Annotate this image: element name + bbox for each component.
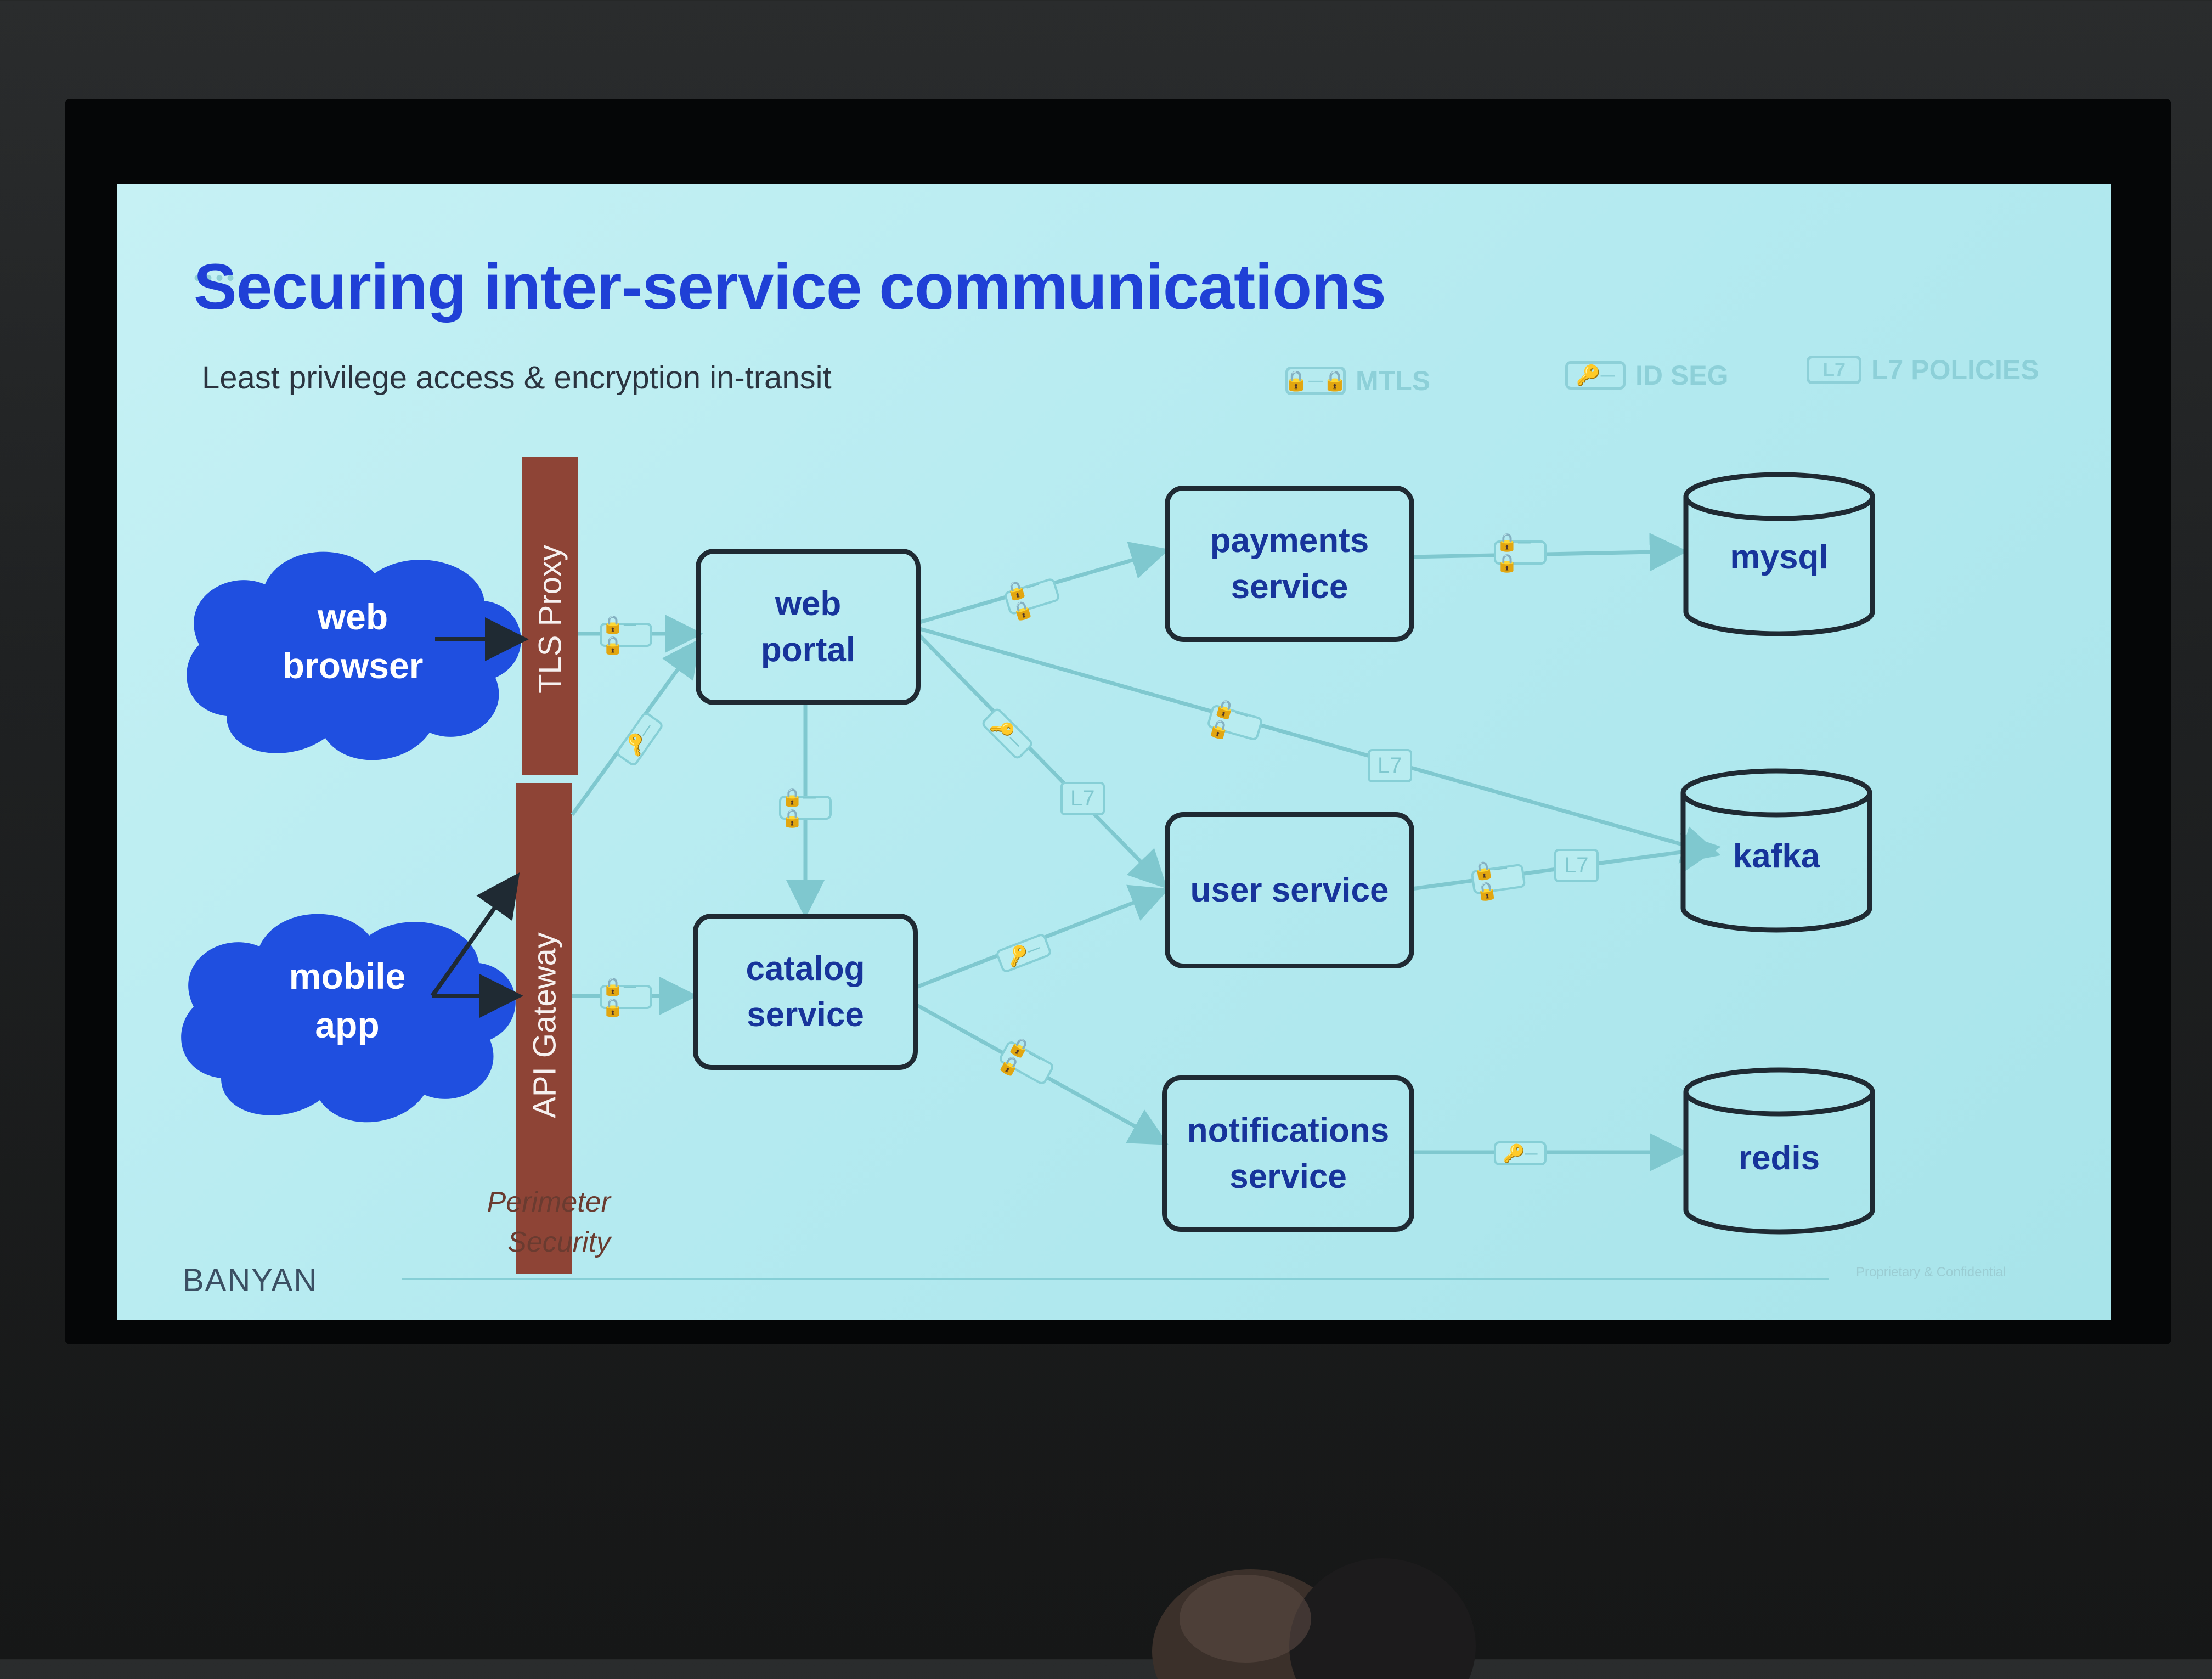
mtls-tag-gateway-catalog: 🔒─🔒 bbox=[600, 977, 652, 1017]
mysql-cylinder bbox=[1683, 472, 1875, 636]
presentation-slide: •••• Securing inter-service communicatio… bbox=[117, 184, 2111, 1320]
banyan-logo: BANYAN bbox=[183, 1263, 318, 1298]
legend-idseg: 🔑─ ID SEG bbox=[1565, 359, 1728, 391]
slide-decorative-dots: •••• bbox=[194, 266, 238, 290]
edge-webportal-to-kafka bbox=[917, 626, 1721, 864]
mysql-label: mysql bbox=[1730, 538, 1829, 576]
mobile-app-label: mobile app bbox=[289, 956, 406, 1046]
tls-proxy-label: TLS Proxy bbox=[532, 545, 568, 694]
kafka-cylinder bbox=[1680, 768, 1872, 933]
payments-service-box: payments service bbox=[1165, 486, 1414, 642]
legend-mtls-label: MTLS bbox=[1356, 365, 1431, 396]
legend-mtls: 🔒─🔒 MTLS bbox=[1284, 365, 1431, 397]
legend-idseg-label: ID SEG bbox=[1635, 360, 1729, 391]
idseg-tag-notifications-redis: 🔑─ bbox=[1494, 1141, 1547, 1165]
mtls-tag-payments-mysql: 🔒─🔒 bbox=[1494, 532, 1547, 573]
audience-heads bbox=[1152, 1558, 1476, 1679]
catalog-service-box: catalog service bbox=[693, 914, 918, 1070]
redis-cylinder bbox=[1683, 1067, 1875, 1235]
l7-tag-webportal-kafka: L7 bbox=[1368, 749, 1412, 782]
mtls-tag-userservice-kafka: 🔒─🔒 bbox=[1470, 858, 1526, 903]
web-browser-label: web browser bbox=[282, 596, 424, 686]
legend-l7-label: L7 POLICIES bbox=[1871, 354, 2039, 385]
edge-mobile-to-gateway-upper bbox=[430, 872, 520, 998]
api-gateway-bar bbox=[516, 783, 572, 1274]
slide-title: Securing inter-service communications bbox=[194, 251, 1386, 323]
notifications-service-box: notifications service bbox=[1162, 1075, 1414, 1232]
mtls-tag-tls-webportal: 🔒─🔒 bbox=[600, 615, 652, 655]
tls-proxy-bar bbox=[522, 457, 578, 775]
cloud-web-browser bbox=[187, 551, 521, 760]
mtls-tag-webportal-kafka: 🔒─🔒 bbox=[1206, 696, 1264, 741]
user-service-box: user service bbox=[1165, 812, 1414, 968]
legend-l7: L7 L7 POLICIES bbox=[1807, 354, 2039, 386]
mtls-tag-webportal-payments: 🔒─🔒 bbox=[1003, 574, 1061, 623]
footer-divider bbox=[402, 1278, 1829, 1280]
slide-subtitle: Least privilege access & encryption in-t… bbox=[202, 360, 832, 396]
mtls-tag-webportal-catalog: 🔒─🔒 bbox=[779, 787, 832, 828]
kafka-label: kafka bbox=[1733, 837, 1820, 875]
redis-label: redis bbox=[1738, 1139, 1820, 1177]
service-diagram bbox=[181, 457, 1875, 1274]
cloud-mobile-app bbox=[181, 914, 516, 1123]
footer-confidential-text: Proprietary & Confidential bbox=[1856, 1265, 2006, 1280]
legend-idseg-swatch: 🔑─ bbox=[1565, 361, 1626, 390]
legend-l7-swatch: L7 bbox=[1807, 356, 1861, 384]
l7-tag-webportal-userservice: L7 bbox=[1060, 782, 1105, 815]
edge-webportal-to-userservice bbox=[916, 632, 1167, 889]
legend-mtls-swatch: 🔒─🔒 bbox=[1284, 367, 1347, 395]
web-portal-box: web portal bbox=[696, 549, 921, 705]
perimeter-security-label: Perimeter Security bbox=[487, 1186, 611, 1258]
api-gateway-label: API Gateway bbox=[527, 932, 563, 1118]
l7-tag-userservice-kafka: L7 bbox=[1554, 849, 1599, 882]
